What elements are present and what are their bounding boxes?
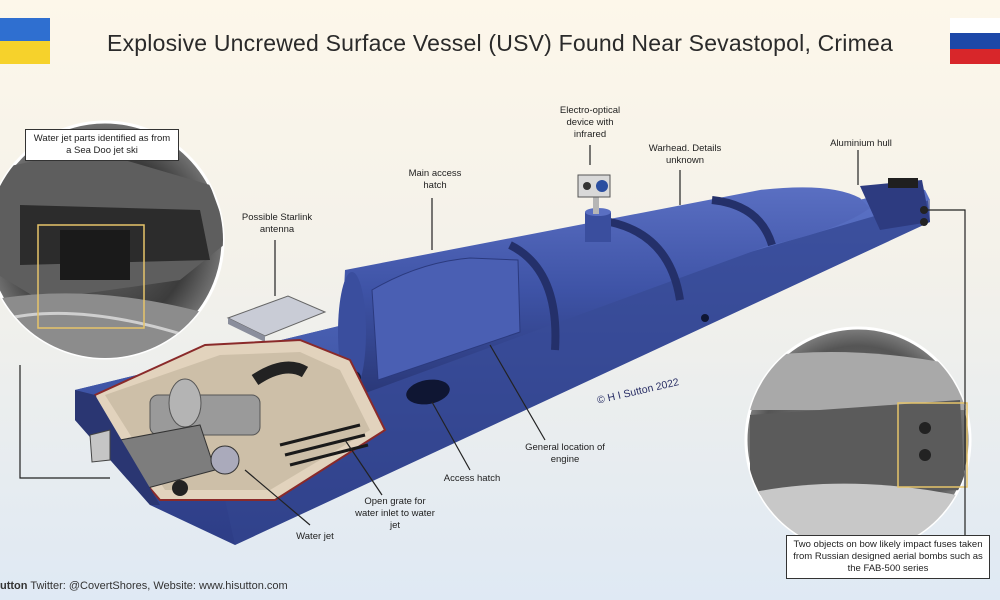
flag-stripe-blue	[0, 18, 50, 41]
access-hatch	[406, 379, 450, 405]
label-warhead: Warhead. Details unknown	[648, 143, 722, 166]
label-main-hatch: Main access hatch	[408, 168, 462, 191]
label-electro-optical: Electro-optical device with infrared	[559, 105, 621, 140]
electro-optical-device	[577, 174, 611, 242]
label-starlink: Possible Starlink antenna	[241, 212, 313, 235]
main-access-hatch	[371, 257, 521, 381]
flag-stripe-white	[950, 18, 1000, 34]
cutaway-interior	[93, 338, 387, 501]
starlink-antenna	[226, 295, 327, 342]
label-hull: Aluminium hull	[830, 138, 892, 149]
label-water-jet: Water jet	[296, 531, 334, 542]
credit-line: utton Twitter: @CovertShores, Website: w…	[0, 580, 288, 592]
hull-bands	[508, 196, 776, 351]
label-engine: General location of engine	[525, 442, 605, 465]
stern-plate	[75, 390, 160, 505]
stern-bracket	[89, 429, 111, 463]
flag-stripe-red	[950, 48, 1000, 64]
flag-stripe-yellow	[0, 41, 50, 64]
label-fuses: Two objects on bow likely impact fuses t…	[786, 535, 990, 579]
page-title: Explosive Uncrewed Surface Vessel (USV) …	[107, 30, 893, 56]
label-water-jet-parts: Water jet parts identified as from a Sea…	[25, 129, 179, 161]
flag-stripe-blue	[950, 33, 1000, 49]
hull-port	[701, 314, 709, 322]
photo-bow-fuses	[744, 326, 972, 554]
russia-flag	[950, 18, 1000, 64]
label-grate: Open grate for water inlet to water jet	[355, 496, 435, 531]
ukraine-flag	[0, 18, 50, 64]
credit-name: utton	[0, 580, 28, 592]
credit-rest: Twitter: @CovertShores, Website: www.his…	[27, 580, 288, 592]
leader-lines	[19, 145, 966, 535]
label-access-hatch: Access hatch	[443, 473, 501, 484]
